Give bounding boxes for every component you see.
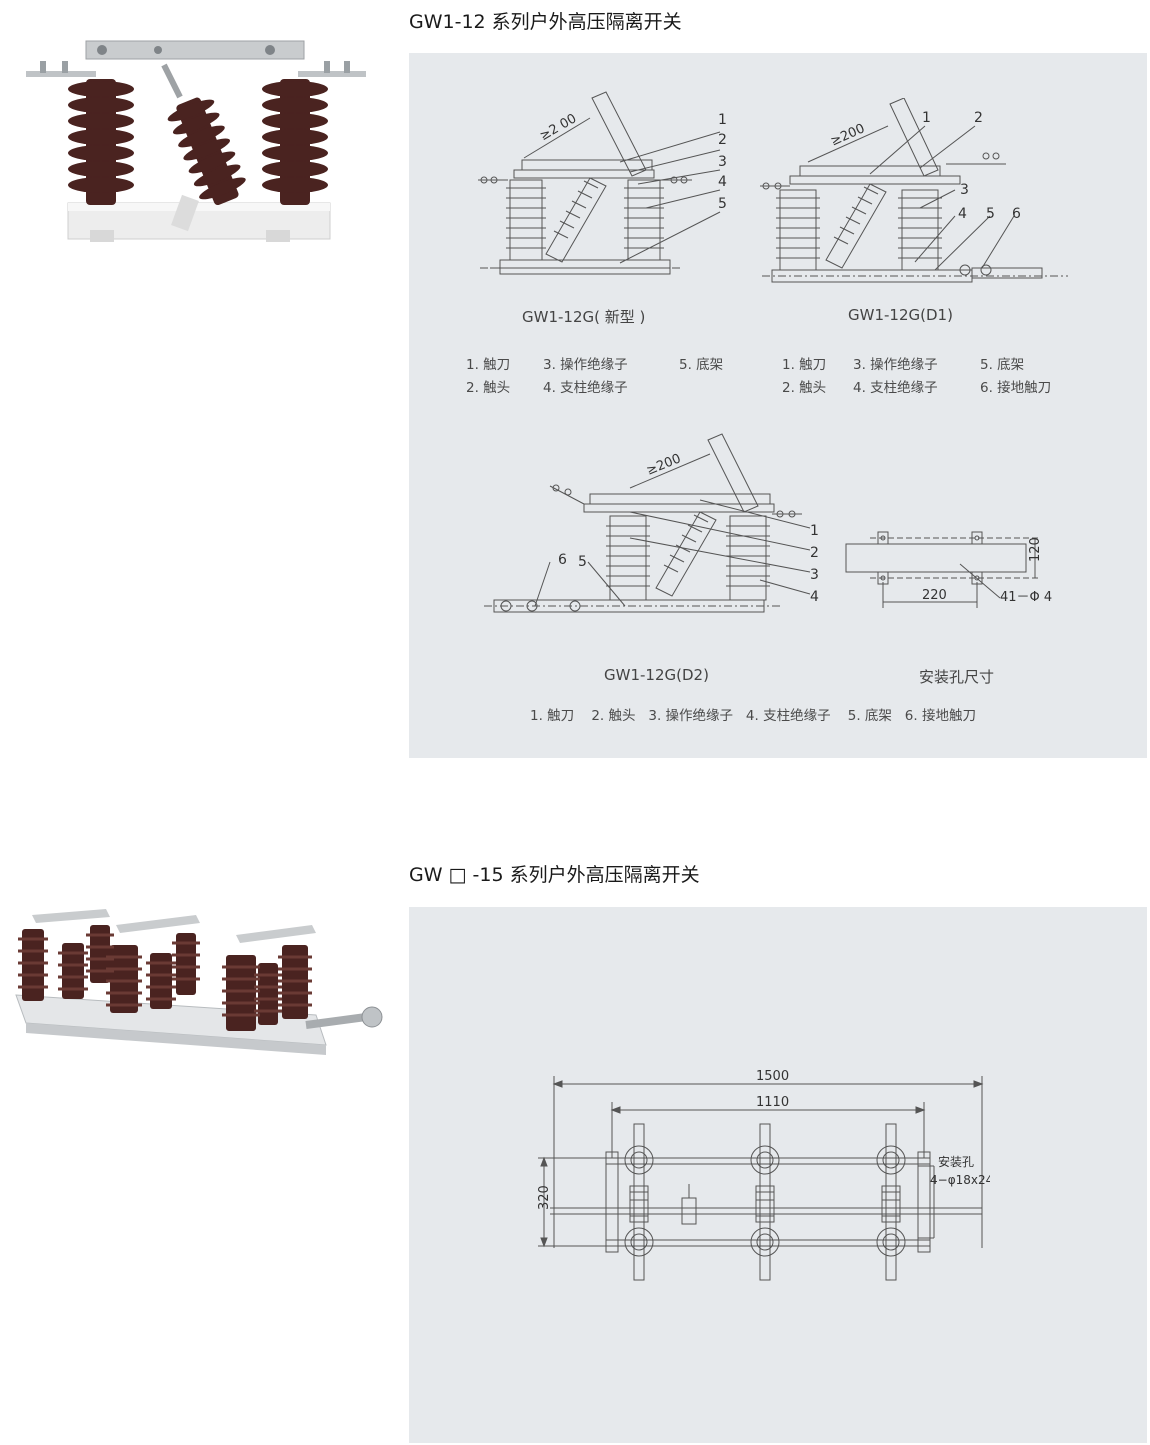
caption-mounting: 安装孔尺寸 (919, 668, 995, 686)
hole-label-1: 安装孔 (938, 1154, 974, 1169)
section-title-gw-15: GW □ -15 系列户外高压隔离开关 (409, 864, 700, 886)
callout-c-5: 5 (578, 554, 587, 570)
dim-total: 1500 (756, 1069, 789, 1084)
caption-gw1-12g-d2: GW1-12G(D2) (604, 666, 709, 684)
legend-c: 1. 触刀 2. 触头 3. 操作绝缘子 4. 支柱绝缘子 5. 底架 6. 接… (530, 708, 976, 724)
legend-a-3: 3. 操作绝缘子 (543, 357, 628, 373)
legend-a-5: 5. 底架 (679, 357, 724, 373)
mounting-holes-spec: 41－Φ 4 (1000, 590, 1052, 605)
callout-b-6: 6 (1012, 206, 1021, 222)
mounting-width: 220 (922, 588, 947, 603)
diagram-mounting-holes: 220 120 41－Φ 4 (845, 531, 1052, 608)
callout-a-4: 4 (718, 174, 727, 190)
dim-height: 320 (537, 1185, 552, 1210)
dim-span: 1110 (756, 1095, 789, 1110)
legend-a-2: 2. 触头 (466, 380, 511, 396)
legend-b-4: 4. 支柱绝缘子 (853, 380, 938, 396)
caption-gw1-12g-new: GW1-12G( 新型 ) (522, 308, 646, 326)
product-photo-gw1-12 (26, 40, 366, 242)
hole-label-2: 4−φ18x24 (930, 1173, 990, 1187)
callout-c-6: 6 (558, 552, 567, 568)
diagram-gw1-12g-d2: ≥200 1 2 3 4 6 5 (484, 433, 819, 613)
callout-b-1: 1 (922, 110, 931, 126)
legend-a-4: 4. 支柱绝缘子 (543, 380, 628, 396)
callout-c-3: 3 (810, 567, 819, 583)
callout-a-2: 2 (718, 132, 727, 148)
callout-a-1: 1 (718, 112, 727, 128)
legend-b-1: 1. 触刀 (782, 357, 827, 373)
legend-a-1: 1. 触刀 (466, 357, 511, 373)
callout-b-2: 2 (974, 110, 983, 126)
caption-gw1-12g-d1: GW1-12G(D1) (848, 306, 953, 324)
dim-label-b: ≥200 (828, 121, 867, 149)
product-photo-gw-15 (15, 909, 383, 1055)
dim-label-a: ≥2 00 (537, 111, 579, 144)
diagram-gw1-12g-d1: ≥200 1 2 3 4 5 6 (760, 98, 1068, 283)
diagram-gw-15-plan: 1500 1110 320 安装孔 4−φ18x24 (537, 1069, 990, 1281)
legend-b-6: 6. 接地触刀 (980, 380, 1052, 396)
callout-c-4: 4 (810, 589, 819, 605)
callout-c-1: 1 (810, 523, 819, 539)
callout-b-3: 3 (960, 182, 969, 198)
diagram-gw1-12g-new: ≥2 00 1 2 3 4 5 (478, 91, 727, 275)
legend-b-2: 2. 触头 (782, 380, 827, 396)
callout-c-2: 2 (810, 545, 819, 561)
callout-b-5: 5 (986, 206, 995, 222)
section-title-gw1-12: GW1-12 系列户外高压隔离开关 (409, 11, 682, 33)
drawing-panel-gw-15 (409, 907, 1147, 1443)
legend-b-5: 5. 底架 (980, 357, 1025, 373)
dim-label-c: ≥200 (644, 451, 683, 478)
callout-a-5: 5 (718, 196, 727, 212)
callout-b-4: 4 (958, 206, 967, 222)
legend-b-3: 3. 操作绝缘子 (853, 357, 938, 373)
callout-a-3: 3 (718, 154, 727, 170)
mounting-height: 120 (1028, 537, 1043, 562)
